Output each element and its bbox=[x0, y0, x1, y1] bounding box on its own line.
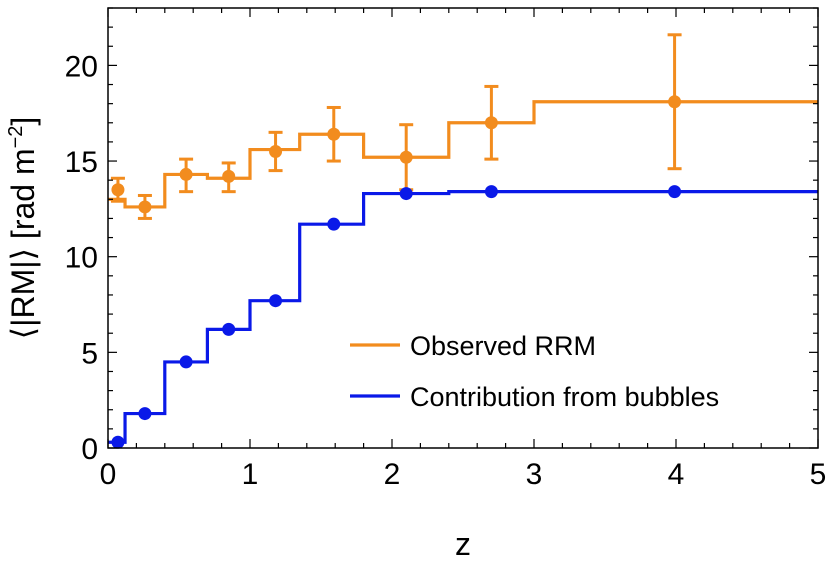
axes: 0 1 2 3 4 5 0 5 10 15 20 bbox=[65, 7, 827, 491]
y-tick-label: 0 bbox=[81, 433, 98, 466]
x-tick-label: 3 bbox=[526, 458, 543, 491]
data-point bbox=[484, 116, 498, 130]
x-tick-label: 4 bbox=[668, 458, 685, 491]
x-tick-label: 2 bbox=[384, 458, 401, 491]
y-tick-label: 10 bbox=[65, 242, 98, 275]
legend-entry-bubbles: Contribution from bubbles bbox=[350, 382, 719, 412]
y-tick-label: 15 bbox=[65, 146, 98, 179]
y-axis-label: ⟨|RM|⟩ [rad m−2] bbox=[5, 117, 41, 340]
data-point bbox=[327, 217, 341, 231]
data-point bbox=[111, 183, 125, 197]
x-tick-label: 0 bbox=[100, 458, 117, 491]
data-point bbox=[138, 407, 152, 421]
x-tick-label: 1 bbox=[242, 458, 259, 491]
data-point bbox=[484, 185, 498, 199]
legend-label: Contribution from bubbles bbox=[410, 382, 719, 412]
legend-entry-observed: Observed RRM bbox=[350, 331, 596, 361]
legend: Observed RRM Contribution from bubbles bbox=[350, 331, 719, 412]
x-axis-label: z bbox=[455, 526, 471, 562]
data-point bbox=[668, 185, 682, 199]
data-point bbox=[179, 167, 193, 181]
data-point bbox=[179, 355, 193, 369]
legend-label: Observed RRM bbox=[410, 331, 596, 361]
data-point bbox=[222, 322, 236, 336]
y-tick-label: 5 bbox=[81, 337, 98, 370]
data-point bbox=[111, 435, 125, 449]
data-point bbox=[399, 187, 413, 201]
plot-area bbox=[108, 33, 818, 449]
data-point bbox=[222, 169, 236, 183]
data-point bbox=[138, 200, 152, 214]
data-point bbox=[668, 95, 682, 109]
data-point bbox=[327, 127, 341, 141]
y-tick-label: 20 bbox=[65, 50, 98, 83]
series-observed bbox=[108, 33, 818, 220]
data-point bbox=[269, 144, 283, 158]
data-point bbox=[399, 150, 413, 164]
plot-frame bbox=[107, 7, 819, 449]
x-tick-label: 5 bbox=[810, 458, 827, 491]
data-point bbox=[269, 294, 283, 308]
series-bubbles bbox=[108, 185, 818, 449]
step-line bbox=[108, 190, 818, 444]
